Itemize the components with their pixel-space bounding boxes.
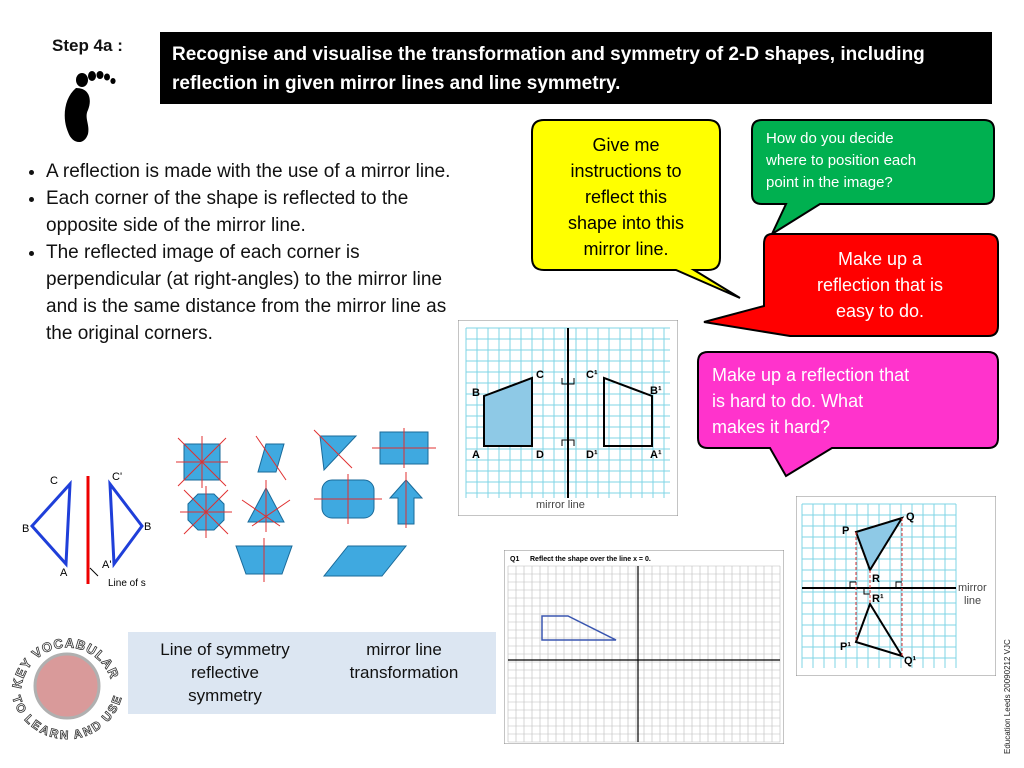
label-R: R: [872, 573, 880, 585]
mirror-line-caption: mirror line: [536, 499, 585, 511]
label-C: C: [536, 369, 544, 381]
explanation-bullets: A reflection is made with the use of a m…: [24, 158, 454, 347]
symmetry-shapes: [176, 428, 436, 582]
grid-reflection-diagram-2: P Q R R¹ P¹ Q¹ mirror line: [796, 496, 996, 676]
label-C1: C¹: [586, 369, 598, 381]
label-P1: P¹: [840, 641, 851, 653]
grid-reflection-diagram-1: B C C¹ B¹ A D D¹ A¹ mirror line: [458, 320, 678, 516]
rhombus-shape: [255, 435, 287, 481]
red-bubble: [703, 233, 999, 337]
label-R1: R¹: [872, 593, 884, 605]
label-A: A: [60, 567, 68, 579]
label-Q1: Q¹: [904, 655, 917, 667]
bullet-item: The reflected image of each corner is pe…: [46, 239, 454, 347]
parallelogram-shape: [322, 545, 408, 577]
label-D1: D¹: [586, 449, 598, 461]
bullet-item: A reflection is made with the use of a m…: [46, 158, 454, 185]
label-B: B: [472, 387, 480, 399]
octagon-shape: [180, 486, 232, 538]
mirror-caption-line1: mirror: [958, 582, 987, 594]
magenta-bubble: [697, 351, 999, 478]
label-C: C: [50, 475, 58, 487]
label-A: A: [472, 449, 480, 461]
mirror-caption-line2: line: [964, 595, 981, 607]
label-B1: B: [144, 521, 151, 533]
bullet-item: Each corner of the shape is reflected to…: [46, 185, 454, 239]
rounded-rect-shape: [314, 474, 382, 524]
question-number: Q1: [510, 556, 519, 563]
key-vocabulary-badge: KEY VOCABULARY TO LEARN AND USE: [8, 622, 125, 742]
footprint-icon: [54, 66, 124, 153]
rectangle-shape: [372, 428, 436, 468]
right-triangle-shape: [313, 429, 358, 472]
green-bubble: [751, 119, 995, 237]
objective-banner: Recognise and visualise the transformati…: [160, 32, 992, 104]
label-D: D: [536, 449, 544, 461]
label-P: P: [842, 525, 849, 537]
label-B: B: [22, 523, 29, 535]
label-B1: B¹: [650, 385, 662, 397]
arrow-shape: [388, 472, 424, 528]
trapezium-shape: [235, 538, 293, 582]
credit-text: Education Leeds 20090212 VJC: [1003, 639, 1012, 754]
mirror-caption: Line of s: [108, 578, 146, 589]
triangle-reflection-diagram: C C' B B A A' Line of s: [22, 471, 151, 589]
label-A1: A': [102, 559, 111, 571]
label-C1: C': [112, 471, 122, 483]
question-text: Reflect the shape over the line x = 0.: [530, 556, 651, 563]
square-shape: [176, 436, 228, 488]
triangle-shape: [241, 480, 291, 532]
step-label: Step 4a :: [52, 36, 123, 55]
coordinate-grid-worksheet: Q1 Reflect the shape over the line x = 0…: [504, 550, 784, 744]
label-Q: Q: [906, 511, 915, 523]
yellow-bubble: [531, 119, 741, 299]
label-A1: A¹: [650, 449, 662, 461]
